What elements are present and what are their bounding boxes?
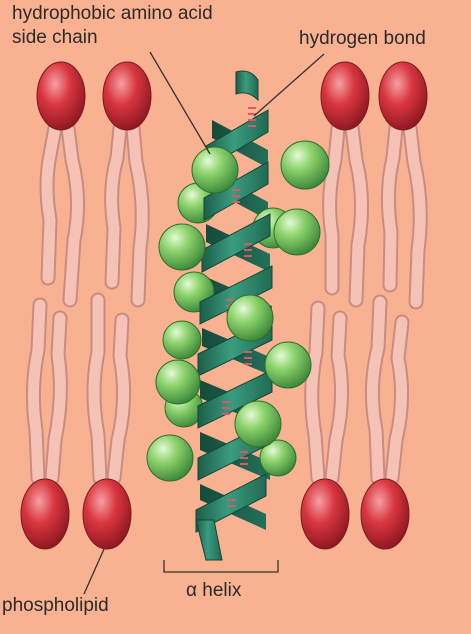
phospholipid-head xyxy=(300,478,350,550)
amino-acid-side-chains-front xyxy=(146,140,330,482)
hydrogen-bond-dash xyxy=(244,351,252,365)
hydrogen-bond-dash xyxy=(248,107,256,127)
phospholipid-leader-line xyxy=(83,548,105,595)
amino-acid-sphere xyxy=(146,434,194,482)
hydrophobic-leader-line xyxy=(149,51,211,155)
hydrophobic-label-line-2: side chain xyxy=(12,27,98,48)
amino-acid-sphere xyxy=(264,341,312,389)
hydrogen-bond-dash xyxy=(222,401,230,415)
amino-acid-sphere xyxy=(162,320,202,360)
phospholipid-heads xyxy=(20,61,428,550)
phospholipid-label: phospholipid xyxy=(2,595,109,616)
annotation-leader-lines xyxy=(83,51,325,595)
alpha-helix-label: α helix xyxy=(186,580,242,601)
hydrogen-bond-label: hydrogen bond xyxy=(299,28,426,49)
amino-acid-sphere xyxy=(158,223,206,271)
lipid-tails-upper-leaflet xyxy=(39,120,428,310)
amino-acid-sphere xyxy=(273,208,321,256)
alpha-helix-bracket xyxy=(163,560,279,573)
phospholipid-head xyxy=(378,61,428,131)
hydrogen-bond-dash xyxy=(240,451,248,465)
hydrogen-bond-leader-line xyxy=(253,53,325,117)
hydrophobic-side-chain-label: hydrophobic amino acid side chain xyxy=(12,2,213,50)
lipid-tails-lower-leaflet xyxy=(25,292,410,486)
amino-acid-sphere xyxy=(226,294,274,342)
hydrogen-bonds xyxy=(222,107,256,507)
phospholipid-head xyxy=(20,478,70,550)
amino-acid-sphere xyxy=(259,439,297,477)
amino-acid-sphere xyxy=(155,359,201,405)
phospholipid-head xyxy=(82,478,132,550)
amino-acid-sphere xyxy=(280,140,330,190)
phospholipid-head xyxy=(36,61,86,131)
hydrophobic-label-line-1: hydrophobic amino acid xyxy=(12,3,213,24)
phospholipid-head xyxy=(102,61,152,131)
hydrogen-bond-dash xyxy=(228,499,236,507)
hydrogen-bond-dash xyxy=(232,189,240,203)
amino-acid-sphere xyxy=(234,400,282,448)
hydrogen-bond-dash xyxy=(244,243,252,257)
phospholipid-head xyxy=(360,478,410,550)
phospholipid-head xyxy=(320,61,370,131)
amino-acid-sphere xyxy=(191,146,239,194)
